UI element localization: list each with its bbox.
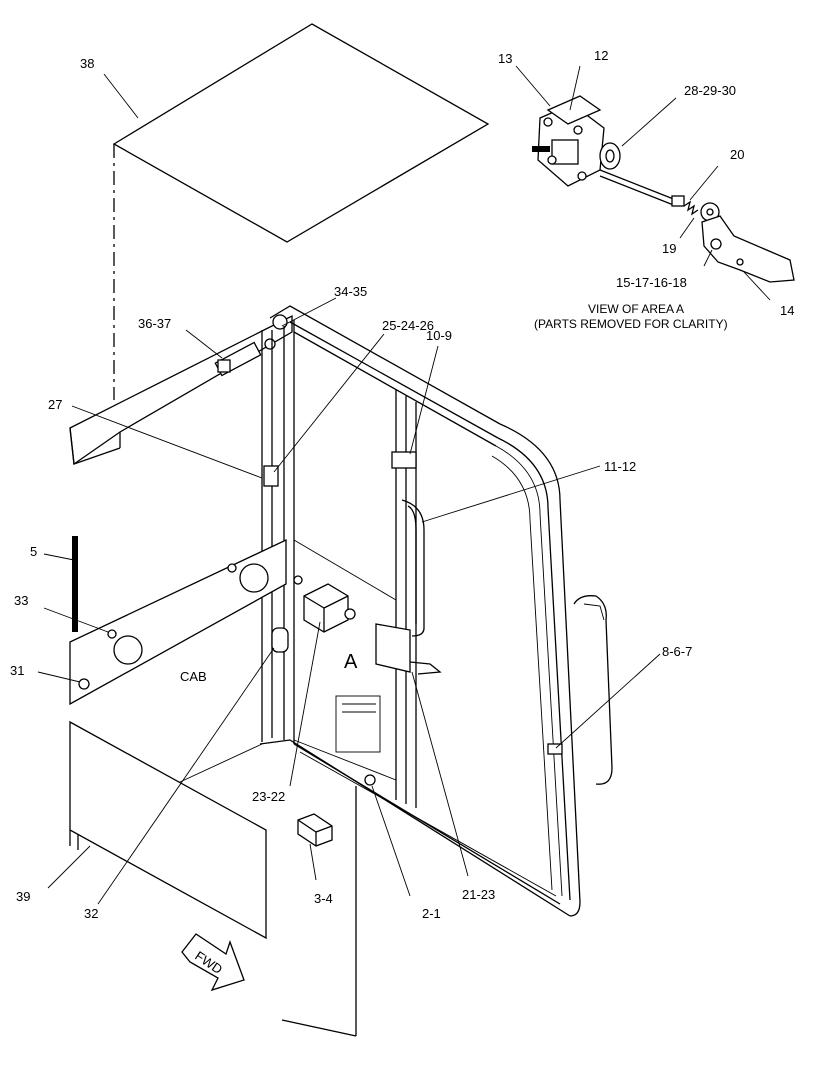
callout-25-24-26: 25-24-26 bbox=[382, 318, 434, 333]
callout-39: 39 bbox=[16, 889, 30, 904]
latch-assembly-detail bbox=[532, 95, 795, 283]
callout-5: 5 bbox=[30, 544, 37, 559]
callout-2-1: 2-1 bbox=[422, 906, 441, 921]
callout-3-4: 3-4 bbox=[314, 891, 333, 906]
area-marker: A bbox=[344, 651, 358, 673]
callout-12: 12 bbox=[594, 48, 608, 63]
cab-door-frame bbox=[179, 305, 613, 1037]
fwd-arrow bbox=[181, 933, 245, 992]
callout-15-17-16-18: 15-17-16-18 bbox=[616, 275, 687, 290]
lower-cover-panel bbox=[69, 720, 267, 940]
overhead-bracket bbox=[69, 314, 293, 466]
callout-38: 38 bbox=[80, 56, 94, 71]
leader-lines bbox=[37, 65, 771, 905]
callout-21-23: 21-23 bbox=[462, 887, 495, 902]
callout-36-37: 36-37 bbox=[138, 316, 171, 331]
callout-11-12: 11-12 bbox=[604, 459, 636, 474]
side-panel bbox=[69, 536, 289, 706]
switch-part bbox=[297, 813, 333, 847]
cab-label: CAB bbox=[180, 669, 207, 684]
callout-28-29-30: 28-29-30 bbox=[684, 83, 736, 98]
callout-34-35: 34-35 bbox=[334, 284, 367, 299]
view-title: VIEW OF AREA A bbox=[588, 302, 684, 316]
callouts: 38 13 12 28-29-30 20 19 15-17-16-18 14 3… bbox=[10, 48, 794, 921]
callout-20: 20 bbox=[730, 147, 744, 162]
callout-31: 31 bbox=[10, 663, 24, 678]
callout-14: 14 bbox=[780, 303, 794, 318]
view-subtitle: (PARTS REMOVED FOR CLARITY) bbox=[534, 317, 728, 331]
callout-23-22: 23-22 bbox=[252, 789, 285, 804]
callout-32: 32 bbox=[84, 906, 98, 921]
roof-panel bbox=[112, 23, 490, 400]
callout-10-9: 10-9 bbox=[426, 328, 452, 343]
callout-33: 33 bbox=[14, 593, 28, 608]
callout-27: 27 bbox=[48, 397, 62, 412]
callout-8-6-7: 8-6-7 bbox=[662, 644, 692, 659]
callout-13: 13 bbox=[498, 51, 512, 66]
callout-19: 19 bbox=[662, 241, 676, 256]
